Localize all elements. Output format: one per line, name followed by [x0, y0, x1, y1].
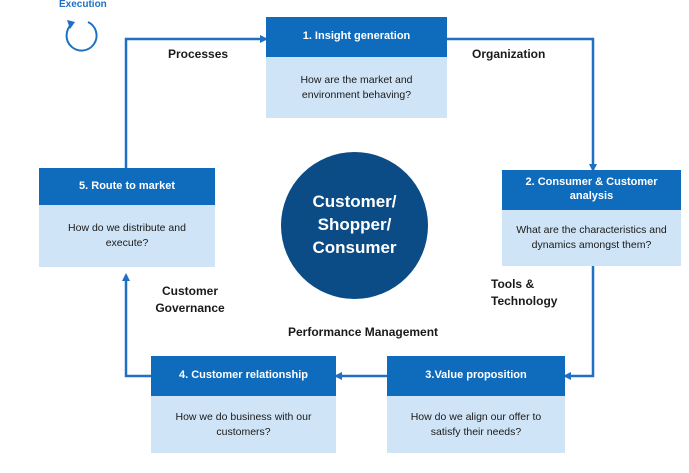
- step-5-route-to-market: 5. Route to market How do we distribute …: [39, 168, 215, 267]
- arrow-1-to-2: [447, 37, 597, 172]
- step-4-customer-relationship: 4. Customer relationship How we do busin…: [151, 356, 336, 453]
- circular-arrow-icon: [65, 20, 98, 52]
- step-3-question: How do we align our offer to satisfy the…: [387, 396, 565, 453]
- step-1-question: How are the market and environment behav…: [266, 57, 447, 118]
- step-3-value-proposition: 3.Value proposition How do we align our …: [387, 356, 565, 453]
- step-2-consumer-customer-analysis: 2. Consumer & Customer analysis What are…: [502, 170, 681, 266]
- step-2-title: 2. Consumer & Customer analysis: [502, 170, 681, 210]
- execution-label: Execution: [59, 0, 107, 10]
- step-1-insight-generation: 1. Insight generation How are the market…: [266, 17, 447, 118]
- step-4-question: How we do business with our customers?: [151, 396, 336, 453]
- step-4-title: 4. Customer relationship: [151, 356, 336, 396]
- arrow-2-to-3: [563, 266, 595, 380]
- arrow-5-to-1: [124, 35, 268, 168]
- step-5-title: 5. Route to market: [39, 168, 215, 205]
- customer-shopper-consumer-hub: Customer/ Shopper/ Consumer: [281, 152, 428, 299]
- performance-management-label: Performance Management: [288, 325, 439, 339]
- customer-governance-label: Customer Governance: [155, 284, 225, 315]
- organization-label: Organization: [472, 47, 546, 61]
- hub-text: Customer/ Shopper/ Consumer: [312, 192, 397, 257]
- processes-label: Processes: [168, 47, 229, 61]
- step-5-question: How do we distribute and execute?: [39, 205, 215, 267]
- tools-technology-label: Tools & Technology: [491, 277, 558, 308]
- step-2-question: What are the characteristics and dynamic…: [502, 210, 681, 266]
- step-1-title: 1. Insight generation: [266, 17, 447, 57]
- arrow-4-to-5: [122, 273, 151, 378]
- step-3-title: 3.Value proposition: [387, 356, 565, 396]
